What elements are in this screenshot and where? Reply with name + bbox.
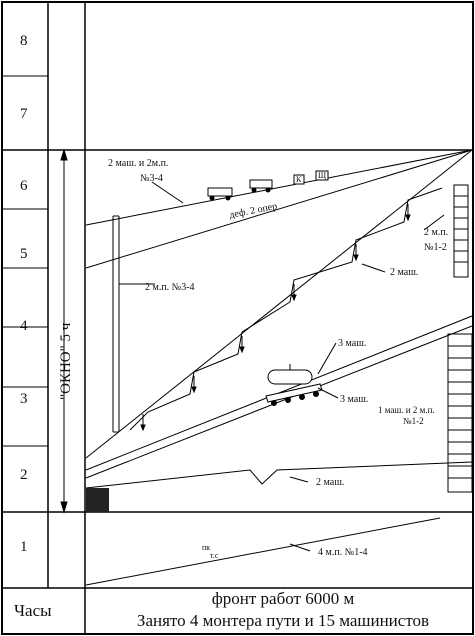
staircase-line [129,187,443,431]
footer-line2: Занято 4 монтера пути и 15 машинистов [137,611,429,630]
hour-row-lines [2,75,473,589]
hour-label-2: 2 [20,467,28,483]
footer-hours-label: Часы [14,601,52,620]
label-top-line: 2 маш. и 2м.п. [108,158,168,169]
hour-label-4: 4 [20,318,28,334]
hour-label-7: 7 [20,106,28,122]
leader-lines [151,181,445,552]
black-block [86,488,109,512]
footer-line1: фронт работ 6000 м [212,589,355,608]
label-three-mash-b: 3 маш. [340,394,368,405]
label-small-tc: т.с [210,551,219,560]
hour-label-8: 8 [20,33,28,49]
right-hatch-top [453,184,469,278]
hour-label-3: 3 [20,391,28,407]
label-bottom: 4 м.п. №1-4 [318,547,368,558]
mp-vertical-line [112,215,155,433]
right-hatch-bottom [447,333,473,493]
label-top-line-num: №3-4 [140,173,163,184]
label-vertical-mp: 2 м.п. №3-4 [145,282,195,293]
label-small-pk: пк [202,543,210,552]
label-right-mid-num: №1-2 [403,416,424,426]
box-k-label: К [296,175,302,184]
hour-label-5: 5 [20,246,28,262]
label-right-mid: 1 маш. и 2 м.п. [378,405,435,415]
window-label: "ОКНО" 5 ч [58,322,74,400]
box-sh-label: Щ [318,171,326,180]
label-three-mash-a: 3 маш. [338,338,366,349]
work-lines [85,149,473,586]
label-def: деф. 2 опер [228,201,278,221]
label-right-top-num: №1-2 [424,242,447,253]
hour-label-6: 6 [20,178,28,194]
staircase-arrows [140,204,411,432]
label-mid-2mash: 2 маш. [390,267,418,278]
window-arrow [60,148,68,514]
hour-label-1: 1 [20,539,28,555]
top-machines [207,170,329,201]
label-right-top: 2 м.п. [424,227,448,238]
middle-machines [265,364,323,406]
label-lower-2mash: 2 маш. [316,477,344,488]
